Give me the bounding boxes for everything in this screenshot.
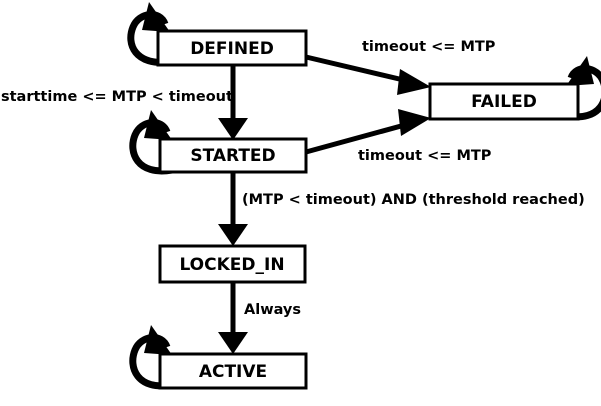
self-loop-failed xyxy=(565,56,601,121)
state-node-locked-in[interactable]: LOCKED_IN xyxy=(158,244,307,284)
self-loop-failed-arrowhead xyxy=(566,56,594,86)
state-label-defined: DEFINED xyxy=(190,39,274,59)
edge-started-to-locked-in-arrowhead xyxy=(218,224,248,246)
self-loop-active-arrowhead xyxy=(144,325,172,355)
edge-defined-to-failed xyxy=(305,54,431,95)
edge-label-timeout-lte-mtp-top: timeout <= MTP xyxy=(362,39,496,55)
state-node-started[interactable]: STARTED xyxy=(158,137,308,174)
self-loop-defined-arrowhead xyxy=(142,2,170,32)
state-label-started: STARTED xyxy=(190,146,275,166)
self-loop-started-arrowhead xyxy=(144,110,172,140)
edge-label-mtp-lt-timeout-and-threshold: (MTP < timeout) AND (threshold reached) xyxy=(242,192,585,208)
edge-started-to-failed xyxy=(305,109,431,155)
edge-locked-in-to-active-arrowhead xyxy=(218,332,248,354)
state-box-started[interactable] xyxy=(158,137,308,174)
state-label-failed: FAILED xyxy=(471,92,537,112)
state-box-defined[interactable] xyxy=(156,29,308,67)
edge-started-to-locked-in xyxy=(218,172,248,246)
edge-label-starttime-lte-mtp-lt-timeout: starttime <= MTP < timeout xyxy=(1,89,233,105)
state-label-locked-in: LOCKED_IN xyxy=(179,255,284,275)
state-label-active: ACTIVE xyxy=(199,362,267,382)
state-box-locked-in[interactable] xyxy=(158,244,307,284)
self-loop-active xyxy=(129,325,173,390)
state-node-active[interactable]: ACTIVE xyxy=(158,352,308,390)
edge-locked-in-to-active xyxy=(218,282,248,354)
edge-defined-to-started xyxy=(218,65,248,140)
edge-label-always: Always xyxy=(244,302,301,318)
edge-started-to-failed-line xyxy=(305,120,413,155)
edge-label-timeout-lte-mtp-bottom: timeout <= MTP xyxy=(358,148,492,164)
self-loop-started xyxy=(129,110,173,175)
edge-started-to-failed-arrowhead xyxy=(398,109,431,136)
edge-defined-to-failed-line xyxy=(305,54,413,85)
edge-defined-to-failed-arrowhead xyxy=(397,69,431,95)
self-loop-defined xyxy=(127,2,171,66)
state-node-failed[interactable]: FAILED xyxy=(428,82,580,121)
state-box-failed[interactable] xyxy=(428,82,580,121)
edge-defined-to-started-arrowhead xyxy=(218,118,248,140)
state-box-active[interactable] xyxy=(158,352,308,390)
state-node-defined[interactable]: DEFINED xyxy=(156,29,308,67)
